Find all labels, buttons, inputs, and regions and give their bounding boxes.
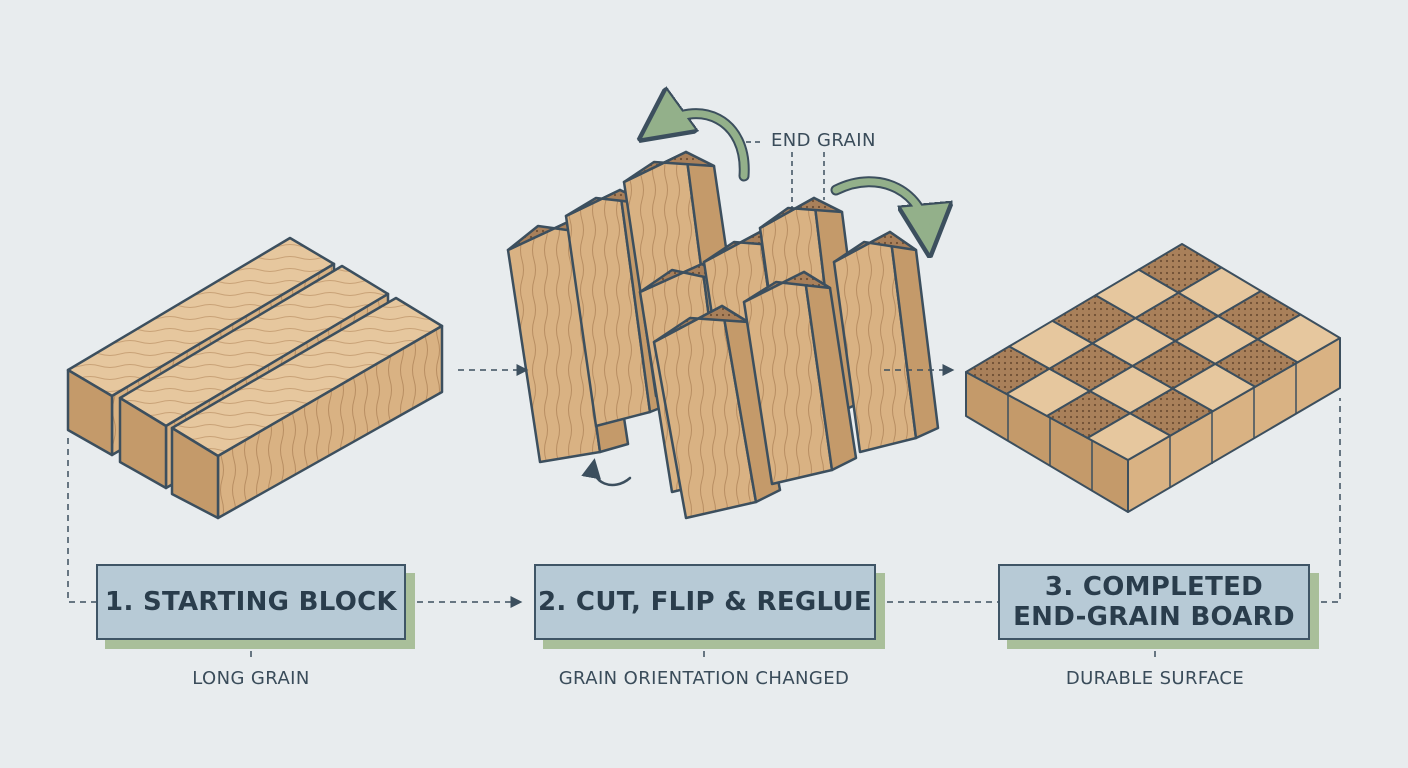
end-grain-board-illustration [965, 243, 1341, 513]
step-3-caption: DURABLE SURFACE [1065, 668, 1245, 689]
connector-right [1310, 398, 1341, 603]
end-grain-label: END GRAIN [771, 130, 876, 151]
stick-h [742, 270, 858, 486]
rotate-arrow-small [581, 458, 632, 487]
step-2-title: 2. CUT, FLIP & REGLUE [538, 587, 872, 617]
cut-flip-reglue-illustration [506, 150, 940, 520]
step-3-title-line1: 3. COMPLETED [1044, 572, 1264, 602]
starting-block-illustration [66, 236, 444, 520]
step-1-title: 1. STARTING BLOCK [105, 587, 397, 617]
rotate-arrow-right [830, 176, 928, 236]
step-2-box: 2. CUT, FLIP & REGLUE [534, 564, 876, 640]
plank-3 [170, 296, 444, 520]
step-1-caption: LONG GRAIN [192, 668, 310, 689]
rotation-arrows [581, 114, 928, 487]
step-3-box: 3. COMPLETED END-GRAIN BOARD [998, 564, 1310, 640]
end-grain-leaders [744, 141, 825, 214]
end-grain-tile [1256, 313, 1341, 364]
step-2-caption: GRAIN ORIENTATION CHANGED [558, 668, 850, 689]
connector-left [67, 438, 96, 603]
checkerboard-top [965, 243, 1341, 461]
stick-g [652, 304, 782, 520]
step-3-title-line2: END-GRAIN BOARD [1013, 602, 1295, 632]
step-1-box: 1. STARTING BLOCK [96, 564, 406, 640]
flow-connectors [67, 364, 1341, 660]
